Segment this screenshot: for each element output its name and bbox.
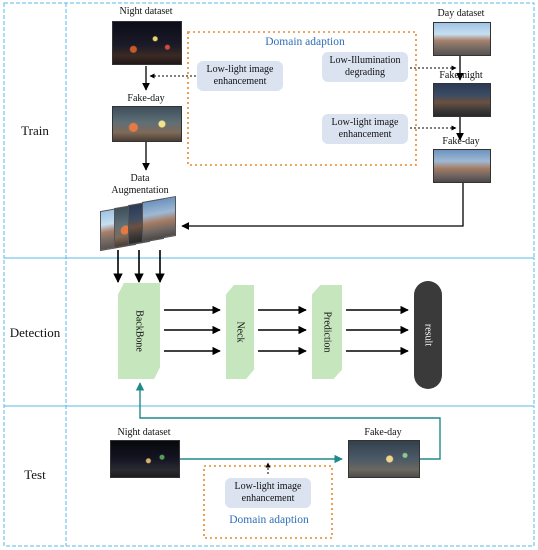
night-dataset-caption: Night dataset	[119, 6, 173, 17]
test-fake-day-image	[348, 440, 420, 478]
low-light-enhancement-left-text: Low-light image enhancement	[206, 64, 274, 87]
fake-day-right-caption: Fake-day	[442, 136, 480, 147]
test-section-border	[3, 405, 535, 547]
result-block: result	[414, 281, 442, 389]
data-augmentation-line1: Data	[130, 173, 150, 184]
low-illumination-degrading-box: Low-Illumination degrading	[322, 52, 408, 82]
low-light-enhancement-right-text: Low-light image enhancement	[331, 117, 399, 140]
neck-label: Neck	[234, 321, 246, 343]
augmentation-image-4	[142, 196, 176, 242]
augmentation-stack	[100, 196, 180, 252]
arrow-fakeday-right-to-augmentation	[181, 183, 464, 230]
test-low-light-enhancement-text: Low-light image enhancement	[234, 481, 302, 504]
low-illumination-degrading-text: Low-Illumination degrading	[329, 55, 401, 78]
result-label: result	[422, 323, 434, 347]
test-domain-adaption-title: Domain adaption	[229, 514, 309, 526]
data-augmentation-line2: Augmentation	[111, 185, 169, 196]
fake-night-caption: Fake-night	[439, 70, 483, 81]
detection-section-border	[3, 257, 535, 407]
prediction-block: Prediction	[312, 285, 342, 379]
train-domain-adaption-title: Domain adaption	[265, 36, 345, 48]
stage-label-train: Train	[21, 123, 49, 138]
backbone-label: BackBone	[133, 310, 145, 352]
test-night-dataset-image	[110, 440, 180, 478]
night-dataset-image	[112, 21, 182, 65]
backbone-block: BackBone	[118, 283, 160, 379]
stage-label-detection: Detection	[9, 325, 61, 340]
stage-label-test: Test	[24, 467, 46, 482]
train-domain-adaption-box	[187, 31, 417, 166]
test-fake-day-caption: Fake-day	[364, 427, 402, 438]
prediction-label: Prediction	[321, 311, 333, 353]
arrow-test-fakeday-to-backbone	[135, 382, 441, 460]
day-dataset-image	[433, 22, 491, 56]
fake-day-right-image	[433, 149, 491, 183]
data-augmentation-caption: Data Augmentation	[100, 173, 180, 197]
fake-night-image	[433, 83, 491, 117]
low-light-enhancement-left-box: Low-light image enhancement	[197, 61, 283, 91]
fake-day-image	[112, 106, 182, 142]
neck-block: Neck	[226, 285, 254, 379]
low-light-enhancement-right-box: Low-light image enhancement	[322, 114, 408, 144]
test-low-light-enhancement-box: Low-light image enhancement	[225, 478, 311, 508]
day-dataset-caption: Day dataset	[437, 8, 485, 19]
fake-day-caption: Fake-day	[127, 93, 165, 104]
test-night-dataset-caption: Night dataset	[117, 427, 171, 438]
